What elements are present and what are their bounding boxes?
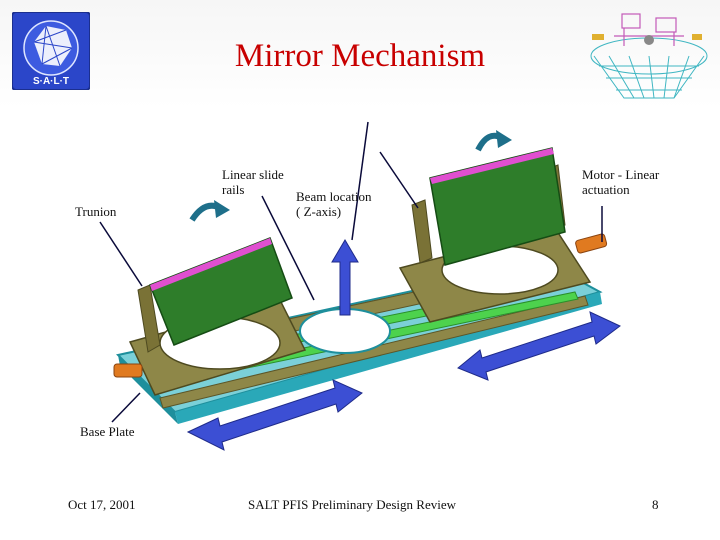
page-number: 8: [652, 497, 659, 512]
beam-leader: [351, 121, 369, 241]
right-translation-arrow: [457, 311, 621, 381]
left-translation-arrow: [186, 379, 363, 451]
beam-location-label: Beam location ( Z-axis): [296, 189, 372, 219]
base-plate-leader: [111, 392, 141, 423]
left-motor: [113, 363, 143, 378]
slide-title: Mirror Mechanism: [234, 38, 486, 74]
base-plate-label: Base Plate: [80, 424, 135, 439]
logo-text: S·A·L·T: [33, 76, 69, 87]
footer-date: Oct 17, 2001: [68, 497, 136, 512]
telescope-thumbnail: [590, 13, 708, 99]
rails-leader: [261, 195, 315, 301]
right-mirror-carriage: [398, 147, 608, 323]
linear-slide-rails-label: Linear slide rails: [222, 167, 284, 197]
salt-logo: S·A·L·T: [12, 12, 90, 90]
right-motor: [575, 233, 608, 254]
beam-direction-arrow: [331, 239, 359, 316]
left-mirror-carriage: [113, 237, 307, 396]
mirror-leader: [379, 151, 419, 209]
trunion-label: Trunion: [75, 204, 117, 219]
motor-linear-actuation-label: Motor - Linear actuation: [582, 167, 660, 197]
trunion-leader: [99, 221, 143, 287]
beam-aperture: [299, 308, 391, 354]
footer-title: SALT PFIS Preliminary Design Review: [248, 497, 457, 512]
